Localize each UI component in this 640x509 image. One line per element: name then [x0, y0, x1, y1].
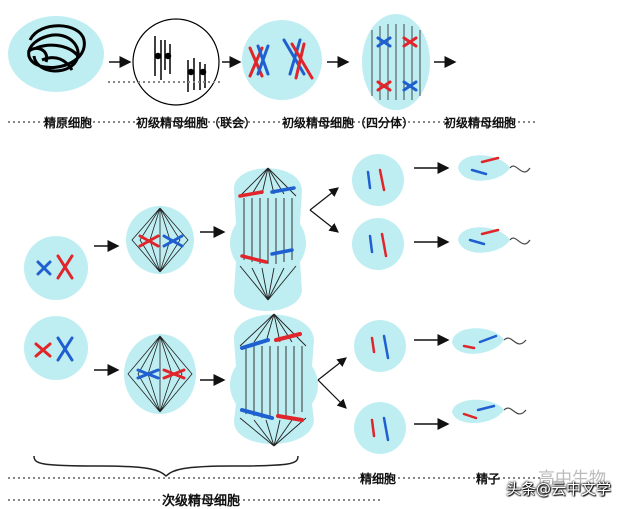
label-primary-tetrad: 初级精母细胞（四分体）: [282, 116, 415, 130]
spermatid-cell: [352, 154, 404, 206]
primary-cell-metaphase: [362, 14, 430, 110]
spermatid-cell: [354, 320, 406, 372]
sperm-cell: [458, 155, 531, 181]
primary-cell-row3: [24, 316, 88, 380]
spermatid-cell: [354, 402, 406, 454]
arrow: [317, 379, 347, 409]
brace: [33, 455, 299, 478]
label-spermatid: 精细胞: [360, 472, 397, 486]
anaphase-cell-row3: [230, 313, 318, 447]
label-spermatogonium: 精原细胞: [44, 116, 93, 130]
arrow: [309, 209, 339, 233]
arrow: [309, 187, 339, 211]
primary-cell-row2: [24, 236, 88, 300]
primary-tetrad-cell: [242, 20, 322, 100]
homologous-pair: [154, 36, 207, 92]
arrow: [317, 357, 347, 381]
label-secondary: 次级精母细胞: [162, 494, 241, 509]
sperm-cell: [452, 399, 527, 424]
watermark-brand: 高中生物: [538, 469, 606, 489]
spermatid-cell: [352, 218, 404, 270]
label-primary: 初级精母细胞: [444, 116, 517, 130]
metaphase-cell-row2: [126, 206, 194, 274]
sperm-cell: [458, 227, 531, 253]
chromatin-tangle: [26, 24, 86, 73]
sperm-cell: [452, 328, 527, 354]
label-primary-synapsis: 初级精母细胞（联会）: [136, 116, 257, 130]
watermark-source: 头条@云中文学: [506, 480, 612, 498]
label-sperm: 精子: [476, 472, 501, 486]
anaphase-cell-row2: [230, 167, 306, 311]
metaphase-cell-row3: [124, 334, 196, 414]
primary-synapsis-cell: [132, 18, 220, 106]
spermatogonium-cell: [8, 16, 104, 92]
